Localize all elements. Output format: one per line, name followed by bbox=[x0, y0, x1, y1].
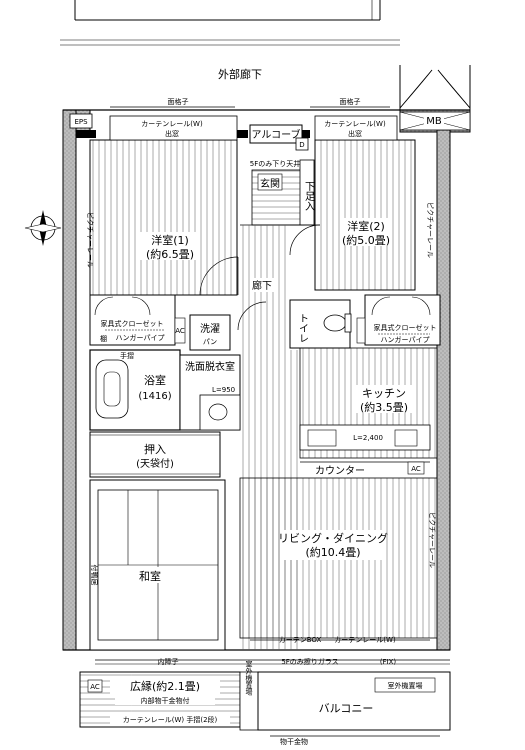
curtain-rail-left-label: カーテンレール(W) bbox=[141, 120, 203, 128]
hallway: 廊下 bbox=[237, 225, 290, 350]
closet-left-label: 家具式クローゼット bbox=[101, 319, 164, 328]
grille-left-label: 面格子 bbox=[168, 97, 189, 106]
fix-label: (FIX) bbox=[380, 658, 397, 666]
toilet: トイレ bbox=[289, 299, 352, 349]
curtain-rail-engawa: カーテンレール(W) 手摺(2段) bbox=[123, 715, 218, 724]
entrance-area: アルコーブ D 5Fのみ下り天井 玄関 下足入 bbox=[240, 124, 315, 226]
corridor-label: 外部廊下 bbox=[218, 67, 262, 81]
bathroom-name: 浴室 bbox=[144, 373, 166, 387]
kitchen-counter-length: L=2,400 bbox=[353, 434, 383, 442]
svg-text:AC: AC bbox=[175, 327, 185, 335]
picture-rail-left: ピクチャーレール bbox=[86, 212, 94, 268]
sliding-doors: 内障子 5Fのみ擦りガラス (FIX) bbox=[95, 657, 450, 666]
kitchen: キッチン (約3.5畳) L=2,400 カウンター bbox=[299, 347, 438, 477]
living-size: (約10.4畳) bbox=[305, 545, 360, 559]
counter-label: カウンター bbox=[315, 465, 365, 477]
bedroom-1-name: 洋室(1) bbox=[151, 233, 189, 247]
bedroom-1-size: (約6.5畳) bbox=[146, 247, 194, 261]
kitchen-name: キッチン bbox=[362, 387, 406, 400]
closet-left: 家具式クローゼット ハンガーパイプ 棚 AC bbox=[89, 294, 186, 346]
washitsu-label: 和室 bbox=[139, 569, 161, 583]
kitchen-size: (約3.5畳) bbox=[360, 400, 408, 414]
washer-area: 洗濯 パン bbox=[189, 314, 231, 351]
outdoor-unit-label: 室外機置場 bbox=[245, 660, 253, 697]
living-name: リビング・ダイニング bbox=[278, 531, 388, 545]
oshiire-label: 押入 bbox=[144, 442, 166, 456]
window-grilles: 面格子 面格子 bbox=[110, 97, 390, 108]
dressing-room-label: 洗面脱衣室 bbox=[185, 360, 235, 373]
curtain-box-label: カーテンBOX bbox=[279, 636, 322, 644]
closet-right-label: 家具式クローゼット bbox=[374, 323, 437, 332]
shelf-label: 棚 bbox=[100, 334, 107, 343]
engawa-note: 内部物干金物付 bbox=[141, 696, 190, 705]
living-dining: リビング・ダイニング (約10.4畳) ピクチャーレール カーテンBOX カーテ… bbox=[239, 350, 438, 650]
curtain-rail-right-label: カーテンレール(W) bbox=[324, 120, 386, 128]
corridor-area: 外部廊下 bbox=[60, 0, 400, 81]
handrail-label: 手摺 bbox=[120, 351, 134, 360]
inner-rail-label: 内障子 bbox=[158, 657, 179, 666]
eps-box: EPS bbox=[69, 113, 93, 129]
window-right-label: 出窓 bbox=[348, 129, 362, 138]
grille-right-label: 面格子 bbox=[340, 97, 361, 106]
entrance-label: 玄関 bbox=[260, 177, 280, 190]
mb-door bbox=[399, 65, 471, 110]
tsukeshoin-label: 付鴨居 bbox=[90, 565, 99, 586]
vanity-label: L=950 bbox=[212, 386, 235, 394]
bedroom-2: カーテンレール(W) 出窓 洋室(2) (約5.0畳) ピクチャーレール bbox=[289, 115, 434, 291]
oshiire: 押入 (天袋付) bbox=[89, 431, 221, 478]
washer-label: 洗濯 bbox=[200, 323, 220, 335]
oshiire-note: (天袋付) bbox=[136, 457, 174, 470]
svg-text:D: D bbox=[299, 141, 304, 149]
eps-label: EPS bbox=[74, 118, 88, 126]
engawa-label: 広縁(約2.1畳) bbox=[130, 679, 200, 693]
entrance-floor-label: 下足入 bbox=[303, 181, 315, 211]
washitsu: 和室 付鴨居 bbox=[89, 479, 226, 651]
balcony: 室外機置場 バルコニー 室外機置場 物干金物 bbox=[239, 660, 451, 746]
dressing-room: 洗面脱衣室 L=950 bbox=[179, 354, 241, 431]
bedroom-1: カーテンレール(W) 出窓 洋室(1) (約6.5畳) ピクチャーレール bbox=[86, 115, 239, 296]
svg-text:AC: AC bbox=[411, 465, 421, 473]
hanger-pipe-left: ハンガーパイプ bbox=[116, 333, 165, 342]
picture-rail-right: ピクチャーレール bbox=[426, 202, 434, 258]
balcony-label: バルコニー bbox=[319, 702, 374, 715]
note-5f-glass: 5Fのみ擦りガラス bbox=[281, 657, 338, 666]
bedroom-2-name: 洋室(2) bbox=[347, 219, 385, 233]
window-left-label: 出窓 bbox=[165, 129, 179, 138]
bathroom-size: (1416) bbox=[138, 391, 171, 402]
engawa: 広縁(約2.1畳) 内部物干金物付 カーテンレール(W) 手摺(2段) AC bbox=[79, 671, 241, 728]
mb-box: MB bbox=[399, 111, 471, 131]
note-5f-only: 5Fのみ下り天井 bbox=[250, 159, 300, 168]
hallway-label: 廊下 bbox=[252, 279, 272, 292]
hanger-pipe-right: ハンガーパイプ bbox=[381, 335, 430, 344]
closet-right: 家具式クローゼット ハンガーパイプ bbox=[356, 294, 441, 346]
washer-pan-label: パン bbox=[203, 338, 217, 346]
toilet-label: トイレ bbox=[297, 313, 309, 343]
curtain-rail-living-label: カーテンレール(W) bbox=[334, 636, 396, 644]
drying-hardware-label: 物干金物 bbox=[280, 737, 308, 746]
bathroom: 手摺 浴室 (1416) bbox=[89, 349, 181, 431]
picture-rail-living: ピクチャーレール bbox=[428, 512, 436, 568]
svg-text:AC: AC bbox=[90, 683, 100, 691]
compass-icon bbox=[24, 210, 62, 246]
outdoor-box-label: 室外機置場 bbox=[388, 681, 423, 690]
mb-label: MB bbox=[426, 116, 442, 127]
bedroom-2-size: (約5.0畳) bbox=[342, 233, 390, 247]
alcove-label: アルコーブ bbox=[251, 128, 300, 141]
